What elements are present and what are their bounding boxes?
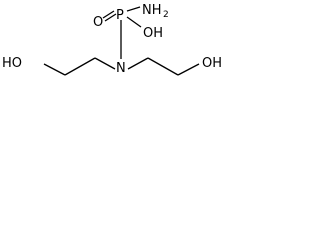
atom-hydroxy-right: OH xyxy=(202,56,222,71)
atom-hydroxy-left: HO xyxy=(2,56,22,71)
bond-n-c1-left xyxy=(94,57,116,70)
atom-nitrogen: N xyxy=(116,61,126,76)
bond-c2-o-right xyxy=(177,63,200,76)
bonds xyxy=(43,6,200,76)
chemical-structure: O P NH 2 OH N HO OH xyxy=(2,3,222,76)
bond-c1-c2-right xyxy=(147,57,179,76)
bond-n-c1-right xyxy=(127,57,149,70)
bond-c2-o-left xyxy=(43,63,66,76)
atom-amino-n: NH xyxy=(142,3,162,18)
bond-p-o-double-a xyxy=(102,10,115,19)
bond-p-oh xyxy=(126,16,142,28)
bond-p-nh2 xyxy=(126,6,141,12)
bond-p-o-double-b xyxy=(104,13,117,22)
atom-hydroxy-p: OH xyxy=(143,26,163,41)
atom-labels: O P NH 2 OH N HO OH xyxy=(2,3,222,76)
atom-oxo-o: O xyxy=(93,15,103,30)
bond-c1-c2-left xyxy=(64,57,96,76)
atom-amino-subscript: 2 xyxy=(163,10,169,20)
atom-phosphorus: P xyxy=(116,8,124,23)
